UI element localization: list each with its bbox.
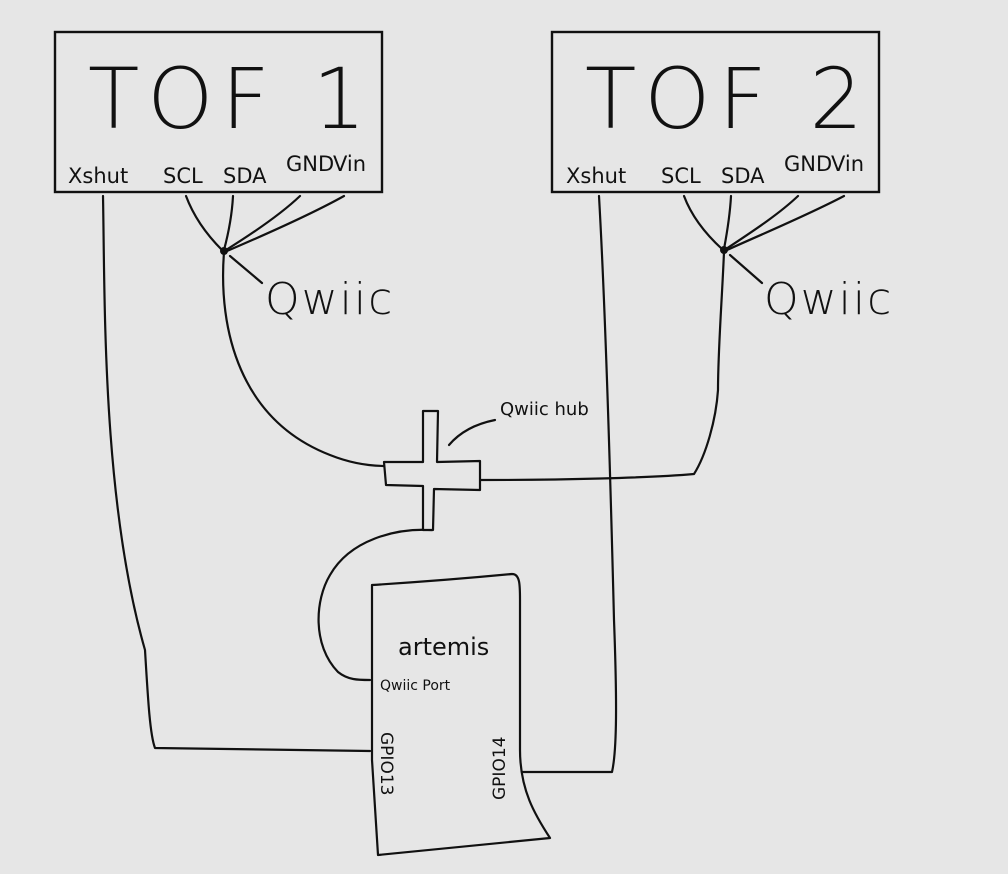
tof2-qwiic-breakout: Qwiic xyxy=(682,194,893,325)
artemis-board-name: artemis xyxy=(398,633,489,661)
tof1-pin-gnd: GND xyxy=(286,152,334,176)
tof2-vin-wire xyxy=(725,194,846,252)
tof1-xshut-wire xyxy=(101,194,372,753)
tof1-qwiic-breakout: Qwiic xyxy=(184,194,394,325)
tof1-pin-vin: Vin xyxy=(333,152,366,176)
tof2-to-hub-cable xyxy=(478,250,726,482)
tof1-sensor: TOF 1 Xshut SCL SDA GND Vin xyxy=(53,30,384,194)
tof1-gnd-wire xyxy=(224,194,302,252)
tof2-title: TOF 2 xyxy=(585,50,871,148)
artemis-board-outline xyxy=(370,572,552,857)
tof1-pin-xshut: Xshut xyxy=(68,164,128,188)
tof2-pin-sda: SDA xyxy=(721,164,765,188)
tof2-qwiic-label: Qwiic xyxy=(764,274,893,325)
qwiic-hub: Qwiic hub xyxy=(382,399,589,532)
tof2-sensor: TOF 2 Xshut SCL SDA GND Vin xyxy=(550,30,881,194)
tof1-pin-scl: SCL xyxy=(163,164,203,188)
qwiic-hub-label-line xyxy=(447,418,497,447)
tof1-box xyxy=(53,30,384,194)
tof2-pin-xshut: Xshut xyxy=(566,164,626,188)
tof1-vin-wire xyxy=(225,194,346,253)
tof1-title: TOF 1 xyxy=(88,50,374,148)
tof2-pin-gnd: GND xyxy=(784,152,832,176)
tof2-pin-scl: SCL xyxy=(661,164,701,188)
tof2-gnd-wire xyxy=(724,194,800,251)
tof2-scl-wire xyxy=(682,194,724,251)
tof1-sda-wire xyxy=(222,194,235,252)
artemis-qwiic-port-label: Qwiic Port xyxy=(380,678,451,694)
tof1-to-hub-cable xyxy=(222,250,388,468)
qwiic-hub-label: Qwiic hub xyxy=(500,399,589,420)
artemis-gpio14-label: GPIO14 xyxy=(490,737,510,800)
artemis-gpio13-label: GPIO13 xyxy=(376,732,396,795)
qwiic-hub-shape xyxy=(382,409,482,532)
tof1-scl-wire xyxy=(184,194,224,252)
tof1-qwiic-label: Qwiic xyxy=(265,274,394,325)
tof1-qwiic-label-line xyxy=(228,254,264,285)
tof2-pin-vin: Vin xyxy=(831,152,864,176)
tof2-qwiic-label-line xyxy=(728,253,764,285)
hub-to-artemis-cable xyxy=(317,528,434,682)
tof2-xshut-wire xyxy=(518,194,618,774)
tof2-box xyxy=(550,30,881,194)
tof2-qwiic-node xyxy=(720,246,728,254)
tof2-sda-wire xyxy=(722,194,733,251)
tof1-pin-sda: SDA xyxy=(223,164,267,188)
artemis-board: artemis Qwiic Port GPIO13 GPIO14 xyxy=(370,572,552,857)
